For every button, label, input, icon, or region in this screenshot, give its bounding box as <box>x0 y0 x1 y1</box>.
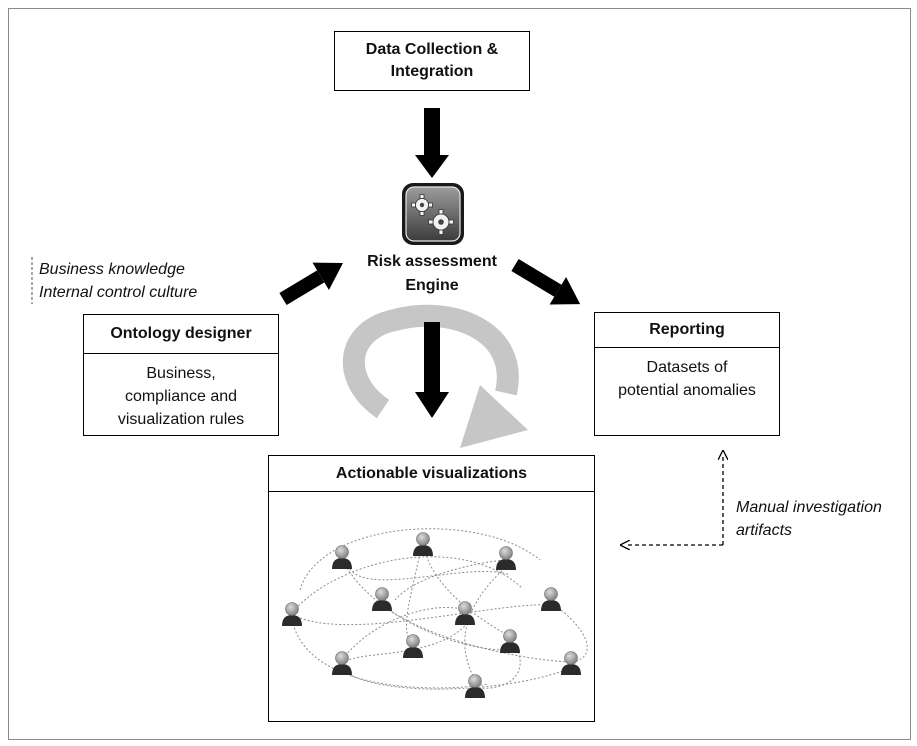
ontology-body-line3: visualization rules <box>117 411 245 428</box>
network-link <box>344 667 571 690</box>
network-link <box>347 564 511 581</box>
ontology-body-line2: compliance and <box>124 388 238 405</box>
reporting-title: Reporting <box>595 313 779 348</box>
person-icon <box>541 587 561 611</box>
manual-investigation-line2: artifacts <box>736 522 793 539</box>
manual-investigation-line1: Manual investigation <box>736 499 882 516</box>
internal-control-text: Internal control culture <box>39 284 198 301</box>
cycle-arrow <box>342 304 528 448</box>
person-icon <box>332 545 352 569</box>
network-link <box>479 647 521 689</box>
data-collection-box: Data Collection & Integration <box>334 31 530 91</box>
person-icon <box>403 634 423 658</box>
person-icon <box>332 651 352 675</box>
engine-label-line2: Engine <box>405 277 459 294</box>
reporting-box: Reporting Datasets of potential anomalie… <box>594 312 780 436</box>
business-knowledge-note: Business knowledge Internal control cult… <box>39 258 197 304</box>
network-link <box>384 606 571 663</box>
reporting-body: Datasets of potential anomalies <box>595 348 779 402</box>
person-icon <box>496 546 516 570</box>
person-icon <box>372 587 392 611</box>
engine-label-line1: Risk assessment <box>367 253 497 270</box>
person-icon <box>500 629 520 653</box>
manual-investigation-note: Manual investigation artifacts <box>736 496 882 542</box>
gears-icon <box>402 183 464 245</box>
arrow-data-to-engine <box>415 108 449 178</box>
actionable-visualizations-box: Actionable visualizations <box>268 455 595 722</box>
arrow-engine-to-reporting <box>511 258 581 305</box>
diagram-frame <box>8 8 911 740</box>
arrow-engine-to-visualizations <box>415 322 449 418</box>
engine-label: Risk assessment Engine <box>352 250 512 298</box>
network-link <box>346 567 506 651</box>
network-link <box>299 528 541 591</box>
person-icon <box>561 651 581 675</box>
person-icon <box>413 532 433 556</box>
person-icon <box>455 601 475 625</box>
ontology-body-line1: Business, <box>146 365 216 382</box>
business-knowledge-text: Business knowledge <box>39 261 185 278</box>
ontology-designer-body: Business, compliance and visualization r… <box>84 354 278 431</box>
network-graph <box>282 528 588 698</box>
network-link <box>287 556 523 619</box>
network-link <box>291 619 489 689</box>
data-collection-title-line2: Integration <box>390 63 474 80</box>
reporting-body-line1: Datasets of <box>646 359 728 376</box>
network-link <box>394 559 506 601</box>
actionable-visualizations-title: Actionable visualizations <box>269 456 594 492</box>
manual-investigation-arrows <box>625 455 723 545</box>
network-link <box>344 619 471 663</box>
reporting-body-line2: potential anomalies <box>618 382 756 399</box>
ontology-designer-title: Ontology designer <box>84 315 278 354</box>
arrow-ontology-to-engine <box>279 262 344 306</box>
data-collection-title-line1: Data Collection & <box>365 41 499 58</box>
person-icon <box>465 674 485 698</box>
person-icon <box>282 602 302 626</box>
ontology-designer-box: Ontology designer Business, compliance a… <box>83 314 279 436</box>
